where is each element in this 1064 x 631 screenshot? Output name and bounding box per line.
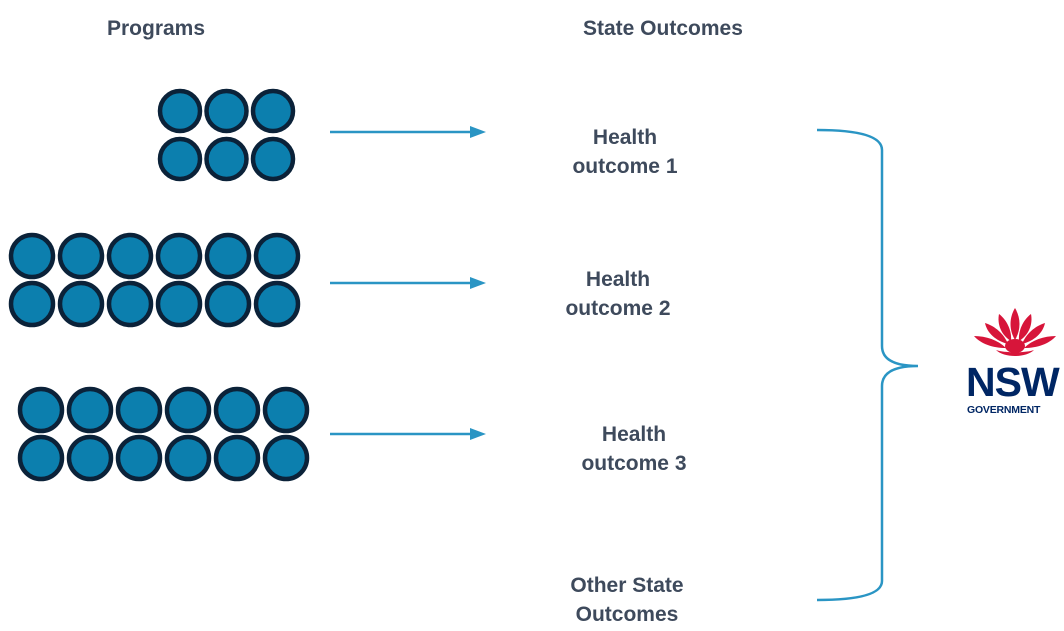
program-circle xyxy=(204,280,252,328)
program-circle xyxy=(66,386,114,434)
program-circle xyxy=(155,232,203,280)
logo-subtitle: GOVERNMENT xyxy=(967,404,1041,416)
program-circle xyxy=(155,280,203,328)
outcomes-brace xyxy=(816,128,919,602)
program-circle xyxy=(253,232,301,280)
arrows xyxy=(330,126,486,440)
program-circle xyxy=(157,136,203,182)
program-circle xyxy=(106,280,154,328)
program-circle xyxy=(57,232,105,280)
nsw-government-logo: NSW GOVERNMENT xyxy=(966,306,1064,428)
arrow-1 xyxy=(330,126,486,138)
arrow-2 xyxy=(330,277,486,289)
program-circle xyxy=(213,386,261,434)
program-circle xyxy=(17,434,65,482)
program-group-2 xyxy=(8,232,301,328)
program-group-1 xyxy=(157,88,296,182)
program-circle xyxy=(57,280,105,328)
program-circle xyxy=(250,88,296,134)
program-groups xyxy=(8,88,310,482)
programs-heading: Programs xyxy=(107,17,206,40)
program-circle xyxy=(115,386,163,434)
program-circle xyxy=(106,232,154,280)
program-circle xyxy=(164,434,212,482)
state-outcomes-heading: State Outcomes xyxy=(583,17,743,40)
arrow-3 xyxy=(330,428,486,440)
program-circle xyxy=(8,280,56,328)
program-circle xyxy=(164,386,212,434)
program-circle xyxy=(262,434,310,482)
program-circle xyxy=(262,386,310,434)
program-circle xyxy=(250,136,296,182)
program-circle xyxy=(157,88,203,134)
program-circle xyxy=(8,232,56,280)
program-circle xyxy=(213,434,261,482)
program-circle xyxy=(115,434,163,482)
program-group-3 xyxy=(17,386,310,482)
logo-wordmark: NSW xyxy=(966,359,1060,405)
program-circle xyxy=(204,136,249,182)
program-circle xyxy=(204,88,249,134)
program-circle xyxy=(204,232,252,280)
waratah-icon xyxy=(974,308,1056,356)
program-circle xyxy=(253,280,301,328)
program-circle xyxy=(66,434,114,482)
program-circle xyxy=(17,386,65,434)
